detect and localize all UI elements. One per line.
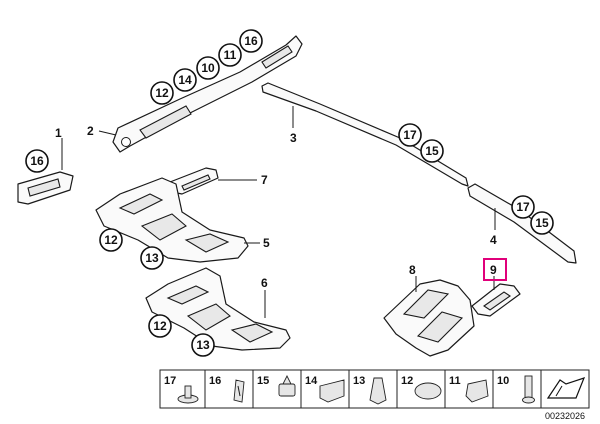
- callout-16-left: 16: [25, 149, 49, 173]
- callout-17-strip4: 17: [511, 195, 535, 219]
- callout-13-part5: 13: [140, 246, 164, 270]
- fastener-cell-16[interactable]: [204, 369, 254, 409]
- callout-17-strip3: 17: [398, 123, 422, 147]
- svg-text:13: 13: [196, 338, 210, 352]
- spreader-clip-icon: [369, 377, 387, 405]
- part-9-cover[interactable]: [471, 283, 521, 317]
- callout-13-part6: 13: [191, 333, 215, 357]
- callout-15-strip4: 15: [530, 211, 554, 235]
- svg-text:15: 15: [535, 216, 549, 230]
- svg-text:14: 14: [178, 73, 192, 87]
- reference-number: 00232026: [545, 411, 585, 421]
- bracket-clip-icon: [319, 379, 345, 403]
- part-3-long-strip[interactable]: [261, 82, 469, 187]
- label-6: 6: [261, 276, 268, 290]
- fastener-label-17: 17: [164, 375, 176, 387]
- svg-text:16: 16: [244, 34, 258, 48]
- part-6-console-trim[interactable]: [145, 267, 291, 351]
- expanding-rivet-icon: [177, 385, 199, 404]
- label-2: 2: [87, 124, 94, 138]
- callout-12-part6: 12: [148, 314, 172, 338]
- callout-14-top: 14: [173, 68, 197, 92]
- svg-text:17: 17: [403, 128, 417, 142]
- svg-text:12: 12: [155, 86, 169, 100]
- part-2-dash-trim[interactable]: [112, 35, 303, 153]
- direction-arrow-icon: [546, 377, 586, 399]
- clip-nut-icon: [278, 374, 296, 397]
- part-1-side-trim[interactable]: [17, 171, 74, 205]
- label-5: 5: [263, 236, 270, 250]
- label-7: 7: [261, 173, 268, 187]
- spring-clip-icon: [233, 379, 245, 403]
- part-4-short-strip[interactable]: [467, 183, 577, 264]
- svg-text:13: 13: [145, 251, 159, 265]
- leader-2: [98, 130, 117, 136]
- part-5-console-trim[interactable]: [95, 177, 249, 263]
- callout-11-top: 11: [218, 43, 242, 67]
- label-9: 9: [490, 263, 497, 277]
- fastener-label-16: 16: [209, 375, 221, 387]
- screw-icon: [522, 375, 535, 404]
- label-8: 8: [409, 263, 416, 277]
- svg-text:17: 17: [516, 200, 530, 214]
- label-4: 4: [490, 233, 497, 247]
- callout-12-top: 12: [150, 81, 174, 105]
- svg-text:15: 15: [425, 144, 439, 158]
- pad-icon: [414, 382, 442, 400]
- callout-15-strip3: 15: [420, 139, 444, 163]
- fastener-label-12: 12: [401, 375, 413, 387]
- svg-text:12: 12: [104, 233, 118, 247]
- fastener-label-14: 14: [305, 375, 318, 387]
- fastener-label-11: 11: [449, 375, 461, 387]
- svg-text:12: 12: [153, 319, 167, 333]
- fastener-label-15: 15: [257, 375, 269, 387]
- fastener-strip: 17 16 15 14 13 12: [159, 369, 590, 409]
- svg-text:10: 10: [201, 61, 215, 75]
- fastener-label-13: 13: [353, 375, 365, 387]
- label-1: 1: [55, 126, 62, 140]
- fastener-label-10: 10: [497, 375, 509, 387]
- part-8-switch-panel[interactable]: [383, 279, 475, 357]
- callout-12-part5: 12: [99, 228, 123, 252]
- callout-16-top: 16: [239, 29, 263, 53]
- clip-icon: [465, 379, 489, 403]
- part-7-cover[interactable]: [169, 167, 219, 195]
- highlight-box-9[interactable]: [483, 258, 507, 281]
- label-3: 3: [290, 131, 297, 145]
- callout-10-top: 10: [196, 56, 220, 80]
- svg-text:16: 16: [30, 154, 44, 168]
- svg-text:11: 11: [224, 48, 237, 62]
